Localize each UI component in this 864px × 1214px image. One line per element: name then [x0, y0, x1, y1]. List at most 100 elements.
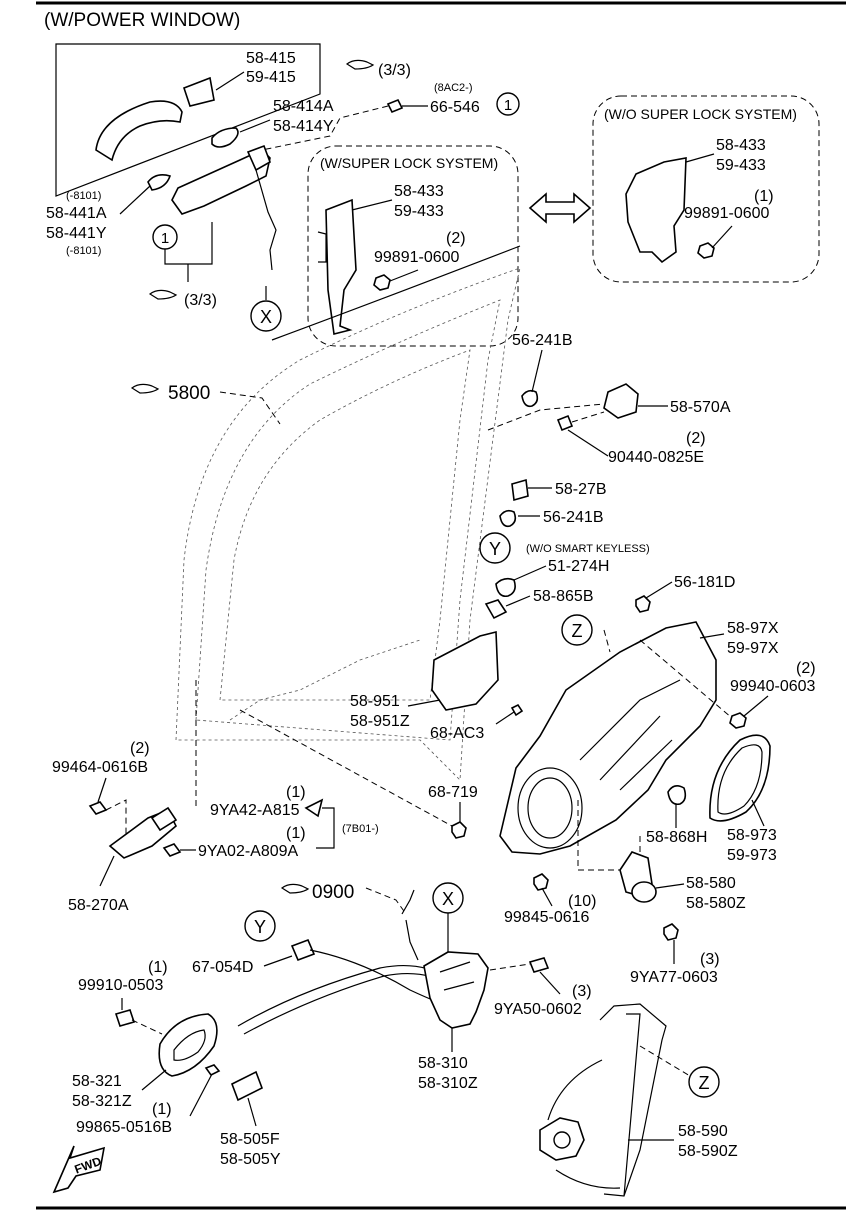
cover-58-505F-part	[230, 1070, 264, 1102]
qty-2-c: (2)	[796, 660, 816, 677]
leader-58-270A	[99, 855, 115, 887]
label-59-973: 59-973	[727, 847, 777, 864]
no-smart-keyless-note: (W/O SMART KEYLESS)	[526, 543, 650, 555]
ref-pointer-icon	[345, 59, 375, 70]
leader-58-973	[751, 799, 765, 827]
qty-1-b: (1)	[286, 784, 306, 801]
leader-58-433-a	[351, 199, 393, 211]
dashed-68-719	[239, 709, 453, 827]
marker-y-b	[244, 910, 276, 942]
fwd-arrow-icon	[52, 1145, 106, 1194]
label-58-580Z: 58-580Z	[686, 895, 746, 912]
screw-99865-part	[204, 1064, 221, 1077]
door-lower-outline	[229, 639, 421, 721]
no-super-lock-box	[592, 95, 820, 283]
label-66-546: 66-546	[430, 99, 480, 116]
label-51-274H: 51-274H	[548, 558, 609, 575]
clip-68-719-part	[451, 821, 467, 839]
leader-58-433-b	[685, 153, 715, 163]
qty-1-e: (1)	[152, 1101, 172, 1118]
label-58-414A: 58-414A	[273, 98, 334, 115]
label-58-433-b: 58-433	[716, 137, 766, 154]
label-58-973: 58-973	[727, 827, 777, 844]
dashed-0900	[365, 887, 407, 915]
dashed-90440	[571, 411, 605, 423]
label-99464-0616B: 99464-0616B	[52, 759, 148, 776]
bolt-66-546-part	[386, 98, 404, 114]
ref-0900: 0900	[312, 882, 354, 903]
bolt-9YA77-part	[663, 923, 679, 941]
door-panel-outline	[175, 267, 521, 781]
label-58-270A: 58-270A	[68, 897, 129, 914]
ref-pointer-icon-c	[130, 383, 160, 394]
nut-99940-part	[729, 712, 747, 729]
cable-b	[243, 972, 453, 1035]
lock-rod-x	[255, 169, 277, 271]
qty-1-c: (1)	[286, 825, 306, 842]
label-58-590: 58-590	[678, 1123, 728, 1140]
regulator-cables	[547, 1059, 621, 1189]
label-58-27B: 58-27B	[555, 481, 607, 498]
label-58-321: 58-321	[72, 1073, 122, 1090]
qty-1-a: (1)	[754, 188, 774, 205]
dashed-checker	[487, 403, 605, 431]
qty-1-d: (1)	[148, 959, 168, 976]
clip-68-AC3-part	[510, 703, 524, 717]
qty-10: (10)	[568, 893, 596, 910]
dashed-5800	[219, 391, 281, 425]
dashed-hinge	[105, 680, 197, 840]
marker-x-b-text: X	[442, 889, 454, 909]
label-56-241B-b: 56-241B	[543, 509, 604, 526]
dashed-z-b	[639, 1045, 691, 1077]
door-inner-outline-2	[219, 349, 471, 701]
leader-58-414	[239, 119, 271, 133]
super-lock-title: (W/SUPER LOCK SYSTEM)	[320, 155, 498, 171]
marker-x-a	[250, 300, 282, 332]
leader-99464	[97, 777, 107, 803]
ref-3-3-a: (3/3)	[378, 62, 411, 79]
bolt-9YA02-part	[162, 843, 182, 857]
bolt-90440-part	[556, 414, 574, 432]
seal-58-441-part	[147, 174, 172, 191]
arrow-9YA42-icon	[304, 798, 324, 818]
ref-3-3-b: (3/3)	[184, 292, 217, 309]
label-58-951: 58-951	[350, 693, 400, 710]
label-8AC2: (8AC2-)	[434, 82, 473, 94]
label-58-951Z: 58-951Z	[350, 713, 410, 730]
label-58-310: 58-310	[418, 1055, 468, 1072]
leader-90440	[567, 429, 609, 457]
cable-a	[237, 964, 449, 1027]
leader-56-181D	[645, 581, 673, 599]
label-58-580: 58-580	[686, 875, 736, 892]
lock-cover-super-part	[325, 198, 357, 335]
label-7B01: (7B01-)	[342, 823, 379, 835]
leader-99845	[541, 887, 553, 907]
qty-3-b: (3)	[700, 951, 720, 968]
dashed-motor	[577, 800, 641, 871]
marker-1-b-text: 1	[161, 230, 169, 247]
label-99891-0600-b: 99891-0600	[684, 205, 770, 222]
ref-pointer-icon-b	[148, 289, 178, 300]
label-99865-0516B: 99865-0516B	[76, 1119, 172, 1136]
label-56-181D: 56-181D	[674, 574, 735, 591]
label-99891-0600-a: 99891-0600	[374, 249, 460, 266]
label-58-321Z: 58-321Z	[72, 1093, 132, 1110]
gasket-part	[211, 127, 239, 148]
label-58-868H: 58-868H	[646, 829, 707, 846]
label-8101-b: (-8101)	[66, 245, 101, 257]
checker-58-570A-part	[603, 383, 639, 419]
leader-58-415	[215, 71, 245, 91]
interchange-arrow-icon	[528, 192, 592, 224]
marker-y-a-text: Y	[489, 539, 501, 559]
leader-51-274H	[513, 565, 547, 581]
label-58-865B: 58-865B	[533, 588, 594, 605]
pin-58-865B-part	[484, 599, 508, 620]
outer-handle-part	[95, 100, 183, 162]
nut-99891-a-part	[373, 274, 391, 291]
label-9YA77-0603: 9YA77-0603	[630, 969, 718, 986]
latch-detail	[439, 961, 475, 991]
pad-58-27B-part	[511, 478, 529, 502]
label-99940-0603: 99940-0603	[730, 678, 816, 695]
lock-cover-part	[625, 157, 687, 264]
label-56-241B-a: 56-241B	[512, 332, 573, 349]
